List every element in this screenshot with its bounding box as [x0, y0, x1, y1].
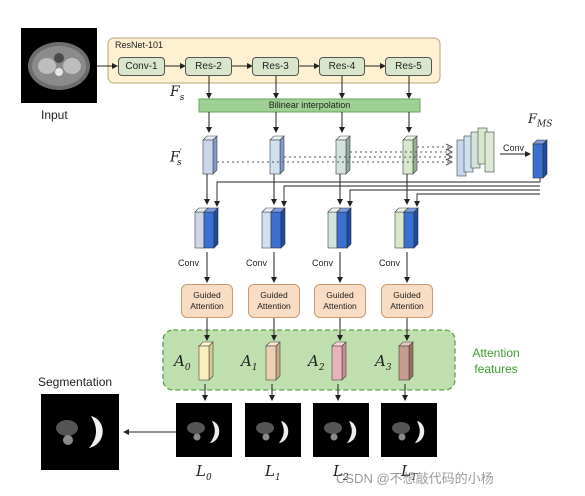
loss-symbol-0: L0: [196, 462, 212, 483]
attention-symbol-3: A3: [375, 352, 392, 373]
fs-prime-label: F′s: [170, 148, 182, 169]
block-res-2: Res-2: [185, 57, 232, 76]
conv-stacks: [194, 207, 419, 249]
block-conv-1: Conv-1: [118, 57, 165, 76]
block-res-3: Res-3: [252, 57, 299, 76]
concat-feature-stack: [456, 127, 495, 177]
bilinear-bar: [198, 98, 421, 113]
input-label: Input: [41, 108, 68, 122]
backbone-title: ResNet-101: [115, 40, 164, 50]
attention-features-box: [162, 329, 456, 391]
attention-features-label: Attention features: [472, 346, 520, 376]
fms-feature: [532, 139, 548, 179]
fms-label: FMS: [528, 112, 553, 130]
loss-symbol-1: L1: [265, 462, 281, 483]
attention-maps: [198, 341, 414, 381]
input-ct-image: [21, 28, 97, 103]
block-res-4: Res-4: [319, 57, 365, 76]
fms-conv-label: Conv: [503, 143, 525, 153]
attention-symbol-0: A0: [174, 352, 191, 373]
conv-label-0: Conv: [178, 258, 200, 268]
fs-label: Fs: [170, 84, 185, 103]
conv-label-1: Conv: [246, 258, 268, 268]
attention-symbol-1: A1: [241, 352, 258, 373]
loss-symbol-2: L2: [333, 462, 349, 483]
bilinear-label: Bilinear interpolation: [268, 100, 351, 110]
conv-label-3: Conv: [379, 258, 401, 268]
loss-symbol-3: LT: [401, 462, 417, 483]
fs-prime-features: [202, 135, 418, 175]
watermark: CSDN @不想敲代码的小杨: [336, 471, 494, 486]
segmentation-output-image: [41, 394, 119, 470]
block-res-5: Res-5: [385, 57, 432, 76]
segmentation-label: Segmentation: [38, 375, 113, 389]
attention-symbol-2: A2: [308, 352, 325, 373]
conv-label-2: Conv: [312, 258, 334, 268]
output-predictions: [176, 403, 437, 457]
